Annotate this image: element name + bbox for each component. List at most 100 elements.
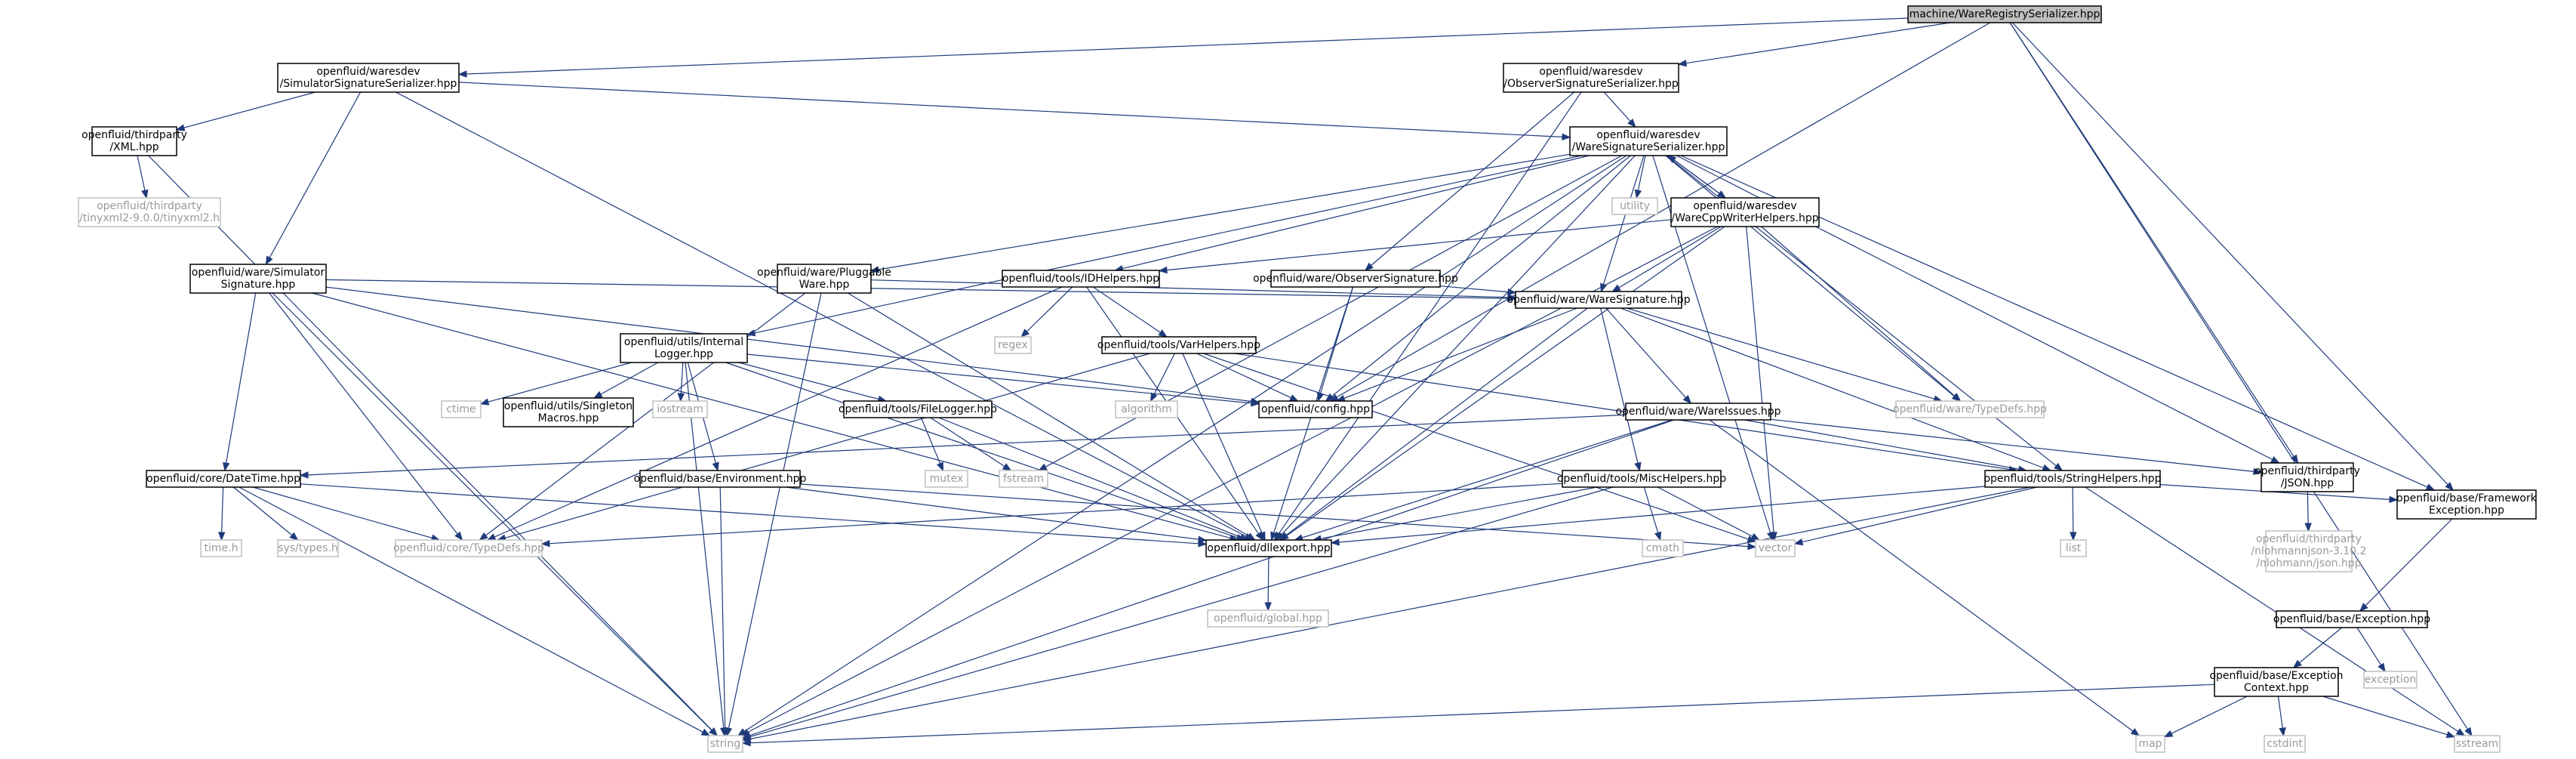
node-box — [2261, 462, 2354, 492]
node-label: openfluid/base/Exception — [2209, 670, 2343, 682]
edge-simsig-to-string — [272, 292, 718, 736]
node-label: openfluid/thirdparty — [82, 129, 187, 141]
node-list: list — [2060, 539, 2087, 557]
edge-varhelpers-to-typedefscore — [497, 353, 1150, 541]
edge-dllexport-to-globalhpp — [1264, 556, 1272, 612]
node-label: openfluid/thirdparty — [2254, 465, 2360, 477]
edge-waresigser-to-dllexport — [1276, 155, 1636, 541]
node-openfluid-ware-observersignature-hpp[interactable]: openfluid/ware/ObserverSignature.hpp — [1253, 270, 1458, 288]
node-openfluid-thirdparty-xml-hpp[interactable]: openfluid/thirdparty/XML.hpp — [82, 126, 187, 156]
edge-jsonhpp-to-nlohmann — [2304, 491, 2312, 532]
edge-wareissues-to-datetime — [299, 414, 1627, 479]
node-label: openfluid/config.hpp — [1261, 403, 1370, 415]
node-label: openfluid/waresdev — [1596, 129, 1700, 141]
node-openfluid-waresdev-warecppwriterhelpers-hpp[interactable]: openfluid/waresdev/WareCppWriterHelpers.… — [1670, 197, 1820, 227]
node-box — [2396, 489, 2537, 520]
node-box — [1207, 609, 1329, 628]
node-box — [1101, 336, 1257, 354]
edge-waresigser-to-typedefsware — [1665, 155, 1961, 402]
node-cmath: cmath — [1642, 539, 1684, 557]
edge-exccontext-to-cstdint — [2277, 696, 2286, 737]
edge-exccontext-to-map — [2163, 696, 2248, 738]
edge-internallogger-to-dllexport — [725, 362, 1246, 541]
node-openfluid-waresdev-simulatorsignatureserializer-hpp[interactable]: openfluid/waresdev/SimulatorSignatureSer… — [277, 63, 460, 93]
node-openfluid-core-datetime-hpp[interactable]: openfluid/core/DateTime.hpp — [146, 470, 301, 488]
node-box — [843, 400, 993, 418]
node-label: algorithm — [1121, 403, 1172, 415]
node-machine-wareregistryserializer-hpp: machine/WareRegistrySerializer.hpp — [1907, 5, 2102, 23]
node-openfluid-tools-varhelpers-hpp[interactable]: openfluid/tools/VarHelpers.hpp — [1097, 336, 1260, 354]
node-openfluid-waresdev-waresignatureserializer-hpp[interactable]: openfluid/waresdev/WareSignatureSerializ… — [1569, 126, 1728, 156]
edge-internallogger-to-singleton — [593, 362, 659, 399]
node-box — [277, 63, 460, 93]
edge-internallogger-to-iostream — [677, 362, 685, 403]
node-label: openfluid/ware/TypeDefs.hpp — [1893, 403, 2047, 415]
node-openfluid-tools-filelogger-hpp[interactable]: openfluid/tools/FileLogger.hpp — [839, 400, 997, 418]
edge-environment-to-string — [719, 486, 729, 737]
edge-root-to-fwexception — [2011, 22, 2454, 491]
edge-xmlhpp-to-tinyxml — [137, 155, 149, 199]
edge-waresigser-to-internallogger — [746, 155, 1582, 337]
node-box — [91, 126, 177, 156]
node-label: exception — [2365, 674, 2416, 686]
node-openfluid-global-hpp: openfluid/global.hpp — [1207, 609, 1329, 628]
node-box — [1755, 539, 1796, 557]
node-label: Signature.hpp — [221, 279, 296, 291]
edge-cppwriter-to-waresig — [1611, 226, 1722, 292]
edge-stringhelpers-to-list — [2070, 486, 2077, 541]
edge-idhelpers-to-varhelpers — [1092, 286, 1168, 338]
node-openfluid-ware-waresignature-hpp[interactable]: openfluid/ware/WareSignature.hpp — [1507, 291, 1691, 309]
node-box — [2276, 610, 2428, 628]
node-openfluid-ware-wareissues-hpp[interactable]: openfluid/ware/WareIssues.hpp — [1615, 403, 1781, 421]
node-label: Logger.hpp — [654, 348, 713, 360]
node-openfluid-ware-simulatorsignature-hpp[interactable]: openfluid/ware/SimulatorSignature.hpp — [189, 264, 327, 294]
edge-waresigser-to-string — [737, 155, 1627, 736]
node-iostream: iostream — [652, 400, 708, 418]
edge-datetime-to-systypes — [233, 486, 299, 541]
node-label: /WareSignatureSerializer.hpp — [1572, 141, 1725, 153]
edge-pluggable-to-dllexport — [847, 292, 1257, 541]
node-box — [189, 264, 327, 294]
node-box — [441, 400, 482, 418]
node-label: utility — [1620, 200, 1650, 212]
node-label: cmath — [1646, 542, 1679, 554]
node-openfluid-tools-idhelpers-hpp[interactable]: openfluid/tools/IDHelpers.hpp — [1002, 270, 1160, 288]
node-openfluid-thirdparty-tinyxml2-9-0-0-tinyxml2-h: openfluid/thirdparty/tinyxml2-9.0.0/tiny… — [78, 197, 221, 227]
node-box — [925, 470, 968, 488]
node-openfluid-waresdev-observersignatureserializer-hpp[interactable]: openfluid/waresdev/ObserverSignatureSeri… — [1503, 63, 1679, 93]
edge-waresig-to-mischelpers — [1600, 307, 1642, 472]
node-mutex: mutex — [925, 470, 968, 488]
edge-datetime-to-timeh — [217, 486, 226, 541]
edge-wareissues-to-map — [1709, 419, 2141, 736]
node-sstream: sstream — [2454, 735, 2501, 753]
node-openfluid-base-exception-hpp[interactable]: openfluid/base/Exception.hpp — [2273, 610, 2430, 628]
edge-waresigser-to-waresig — [1600, 155, 1645, 293]
node-label: /nlohmann/json.hpp — [2256, 557, 2361, 569]
node-label: openfluid/base/Exception.hpp — [2273, 613, 2430, 625]
node-label: /JSON.hpp — [2281, 477, 2334, 489]
node-label: openfluid/waresdev — [316, 66, 420, 78]
node-openfluid-tools-mischelpers-hpp[interactable]: openfluid/tools/MiscHelpers.hpp — [1557, 470, 1726, 488]
node-openfluid-base-environment-hpp[interactable]: openfluid/base/Environment.hpp — [634, 470, 807, 488]
edge-internallogger-to-config — [746, 353, 1260, 407]
node-box — [777, 264, 872, 294]
node-label: openfluid/thirdparty — [97, 200, 202, 212]
node-openfluid-thirdparty-json-hpp[interactable]: openfluid/thirdparty/JSON.hpp — [2254, 462, 2360, 492]
node-map: map — [2135, 735, 2165, 753]
node-box — [1115, 400, 1178, 418]
node-openfluid-config-hpp[interactable]: openfluid/config.hpp — [1258, 400, 1373, 418]
edge-varhelpers-to-algorithm — [1150, 353, 1175, 403]
node-label: openfluid/global.hpp — [1214, 612, 1322, 625]
edge-stringhelpers-to-string — [741, 486, 2031, 743]
node-box — [1270, 270, 1441, 288]
node-box — [1503, 63, 1679, 93]
node-openfluid-tools-stringhelpers-hpp[interactable]: openfluid/tools/StringHelpers.hpp — [1984, 470, 2162, 488]
edge-waresig-to-wareissues — [1605, 307, 1692, 405]
node-openfluid-dllexport-hpp[interactable]: openfluid/dllexport.hpp — [1205, 539, 1332, 557]
